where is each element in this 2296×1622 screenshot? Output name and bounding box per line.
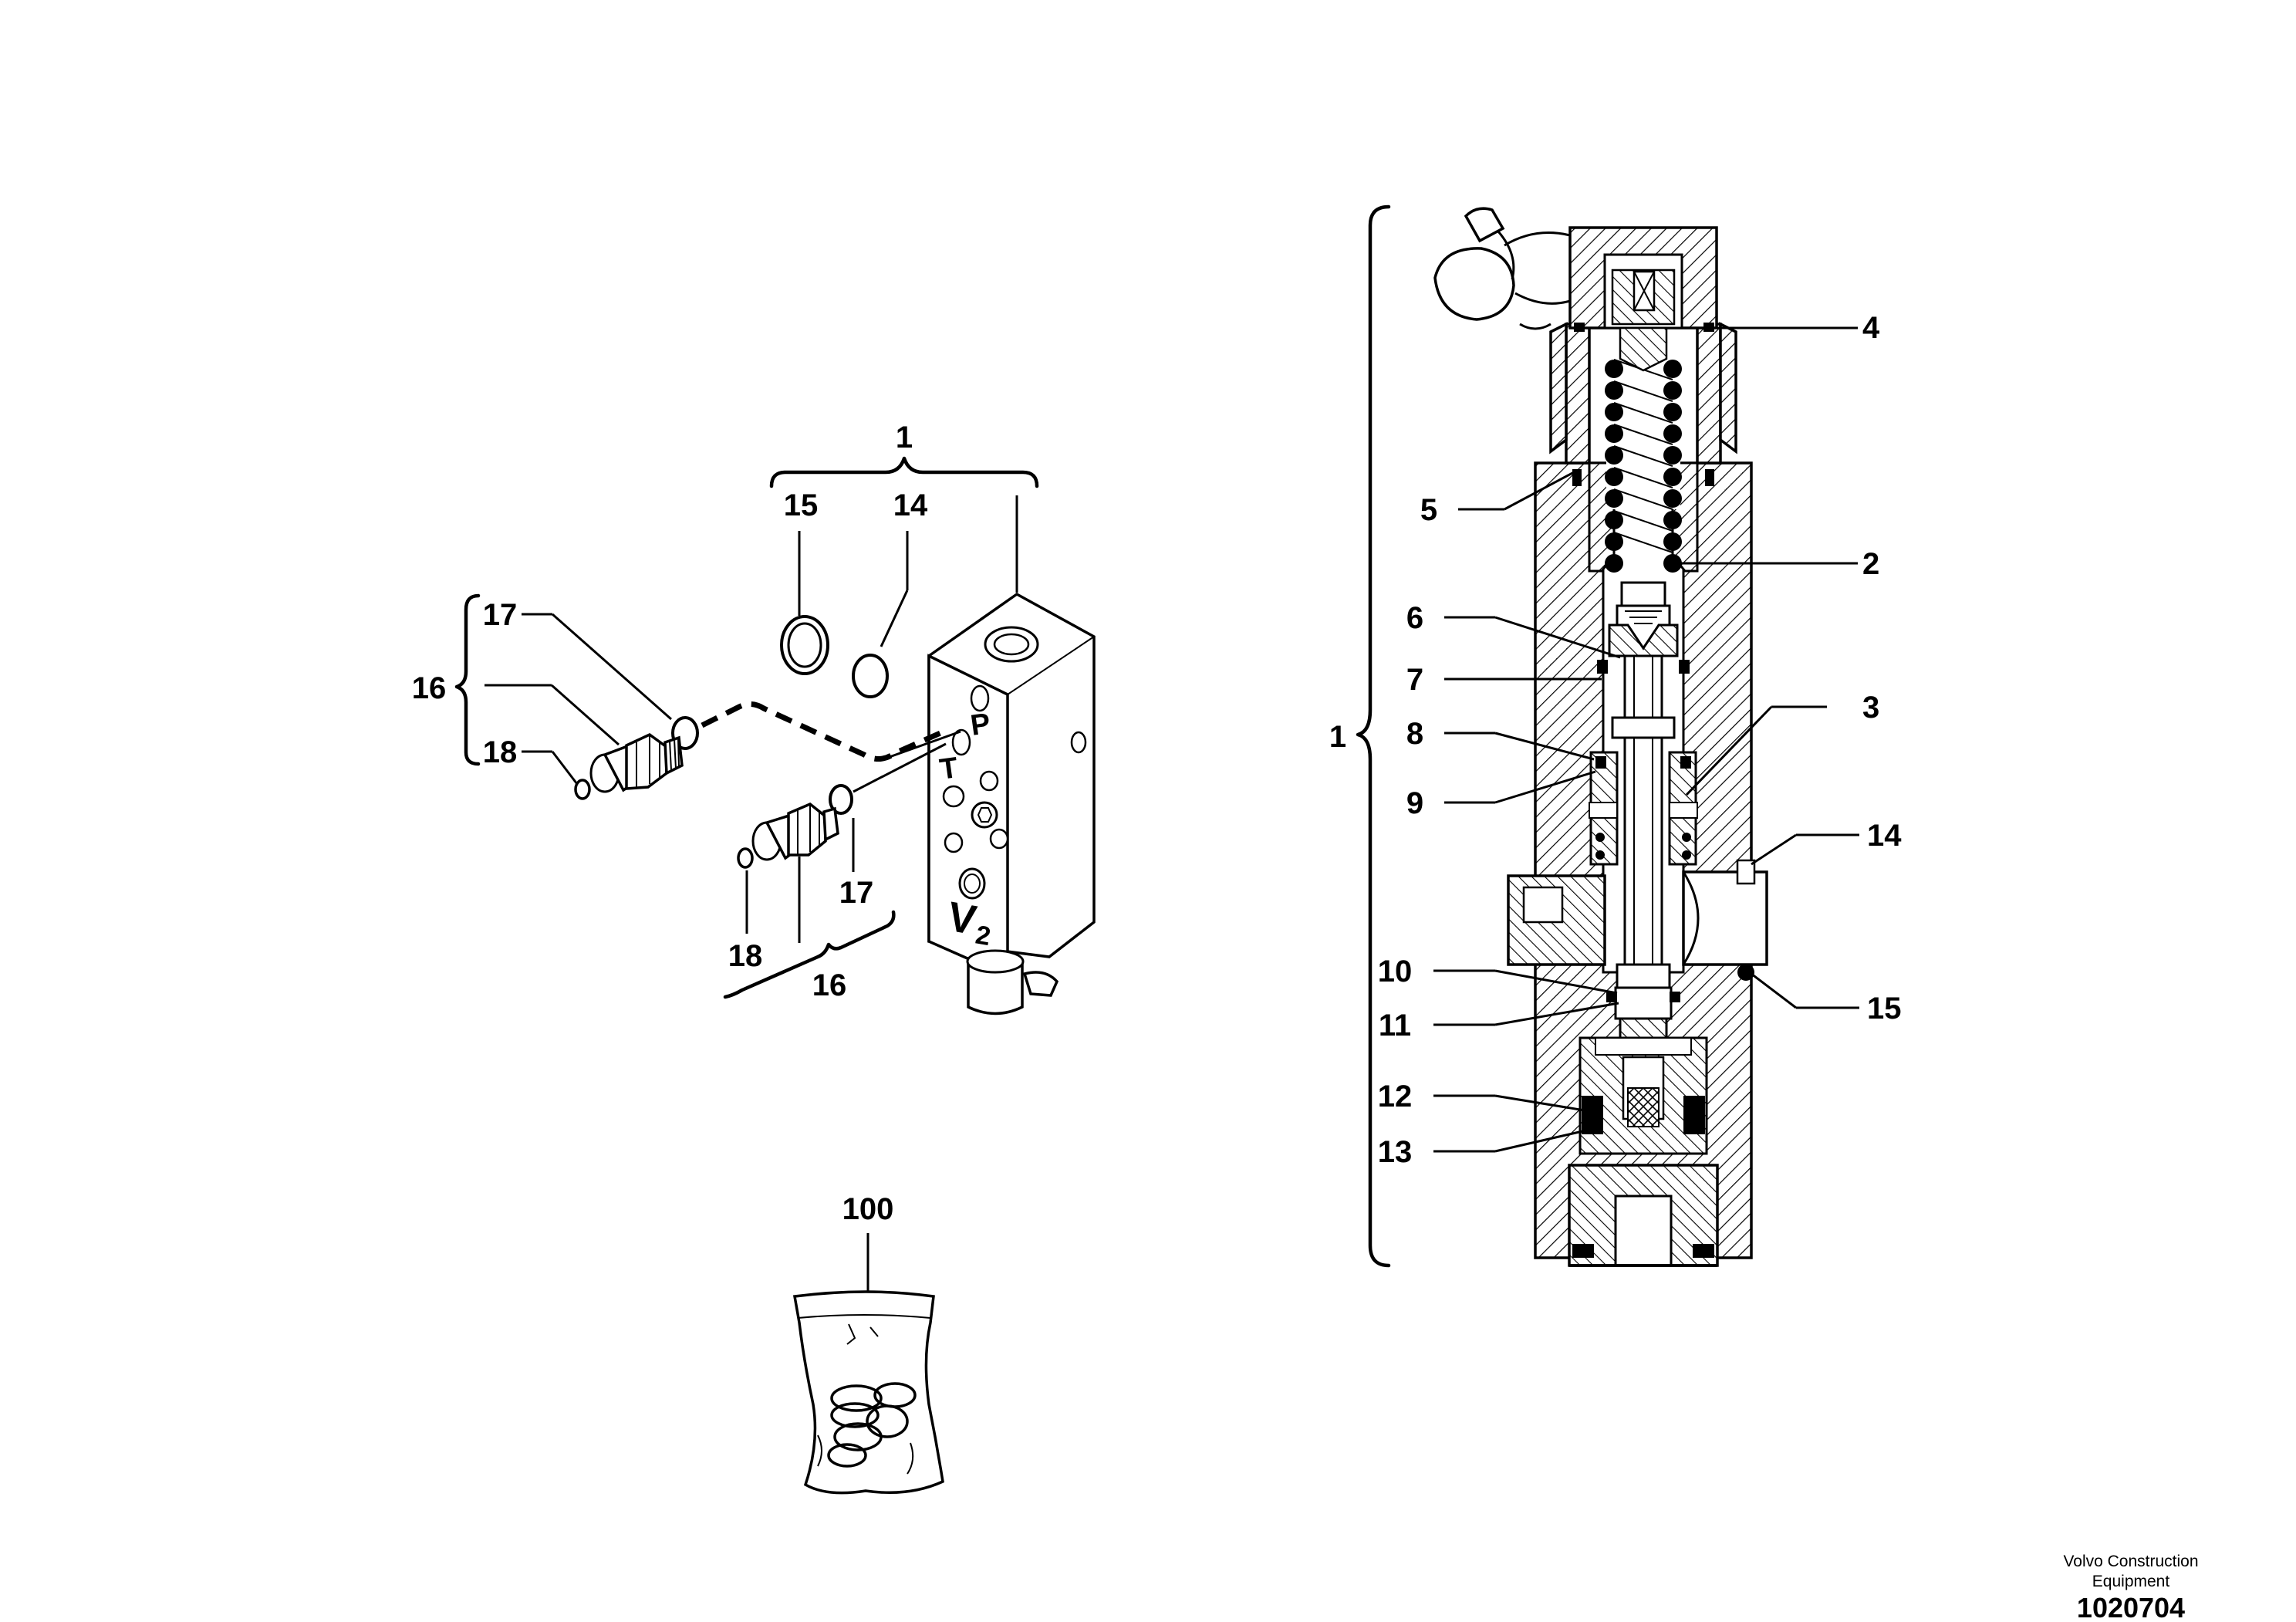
valve-block [927, 592, 1096, 1015]
footer: Volvo Construction Equipment 1020704 [2063, 1553, 2198, 1622]
callout-18-lower: 18 [728, 939, 763, 973]
check-valve-section [1578, 986, 1708, 1155]
callout-14-exploded: 14 [893, 488, 928, 522]
oring-14 [852, 654, 889, 698]
seal-kit-bag [792, 1290, 944, 1495]
callout-2: 2 [1862, 547, 1879, 581]
assembly-brace [1356, 204, 1391, 1268]
assembly-path [701, 701, 949, 762]
section-callouts: 4 5 2 6 7 8 9 3 14 10 [1378, 311, 1902, 1169]
callout-11: 11 [1379, 1009, 1411, 1042]
exploded-view: 1 15 14 [412, 421, 1096, 1495]
callout-5: 5 [1420, 493, 1437, 527]
brand-line-2: Equipment [2092, 1573, 2170, 1590]
callout-16-upper: 16 [412, 671, 447, 705]
kit-brace-top [769, 456, 1039, 488]
oring-17-lower [829, 784, 853, 815]
oring-17-upper [671, 716, 699, 750]
callout-17-lower: 17 [839, 876, 874, 910]
poppet [1608, 581, 1679, 657]
callout-7: 7 [1406, 663, 1423, 697]
spool [1611, 654, 1676, 989]
adapter-brace-lower [723, 910, 896, 999]
section-view: 1 [1329, 204, 1902, 1268]
callout-1-exploded: 1 [896, 421, 913, 454]
callout-15-exploded: 15 [784, 488, 819, 522]
callout-100: 100 [842, 1192, 894, 1226]
callout-1-section: 1 [1329, 720, 1346, 754]
drawing-number: 1020704 [2077, 1592, 2185, 1622]
port-label-p: P [968, 708, 992, 742]
oring-18-upper [574, 779, 591, 800]
callout-14: 14 [1867, 819, 1902, 853]
callout-4: 4 [1862, 311, 1880, 345]
callout-3: 3 [1862, 691, 1879, 725]
callout-10: 10 [1378, 955, 1413, 988]
callout-15: 15 [1867, 992, 1902, 1026]
brand-line-1: Volvo Construction [2063, 1553, 2198, 1570]
lockwire-seal [1433, 207, 1571, 330]
callout-8: 8 [1406, 717, 1423, 751]
callout-9: 9 [1406, 786, 1423, 820]
adapter-fitting-upper [589, 732, 684, 793]
callout-13: 13 [1378, 1135, 1413, 1169]
port-label-t: T [937, 752, 960, 786]
callout-16-lower: 16 [812, 968, 847, 1002]
callout-6: 6 [1406, 601, 1423, 635]
oring-18-lower [737, 847, 754, 869]
oring-15 [780, 615, 829, 675]
callout-17-upper: 17 [483, 598, 518, 632]
adapter-fitting-lower [751, 802, 839, 861]
adapter-brace-upper [454, 593, 481, 766]
callout-12: 12 [1378, 1080, 1413, 1113]
callout-18-upper: 18 [483, 735, 518, 769]
